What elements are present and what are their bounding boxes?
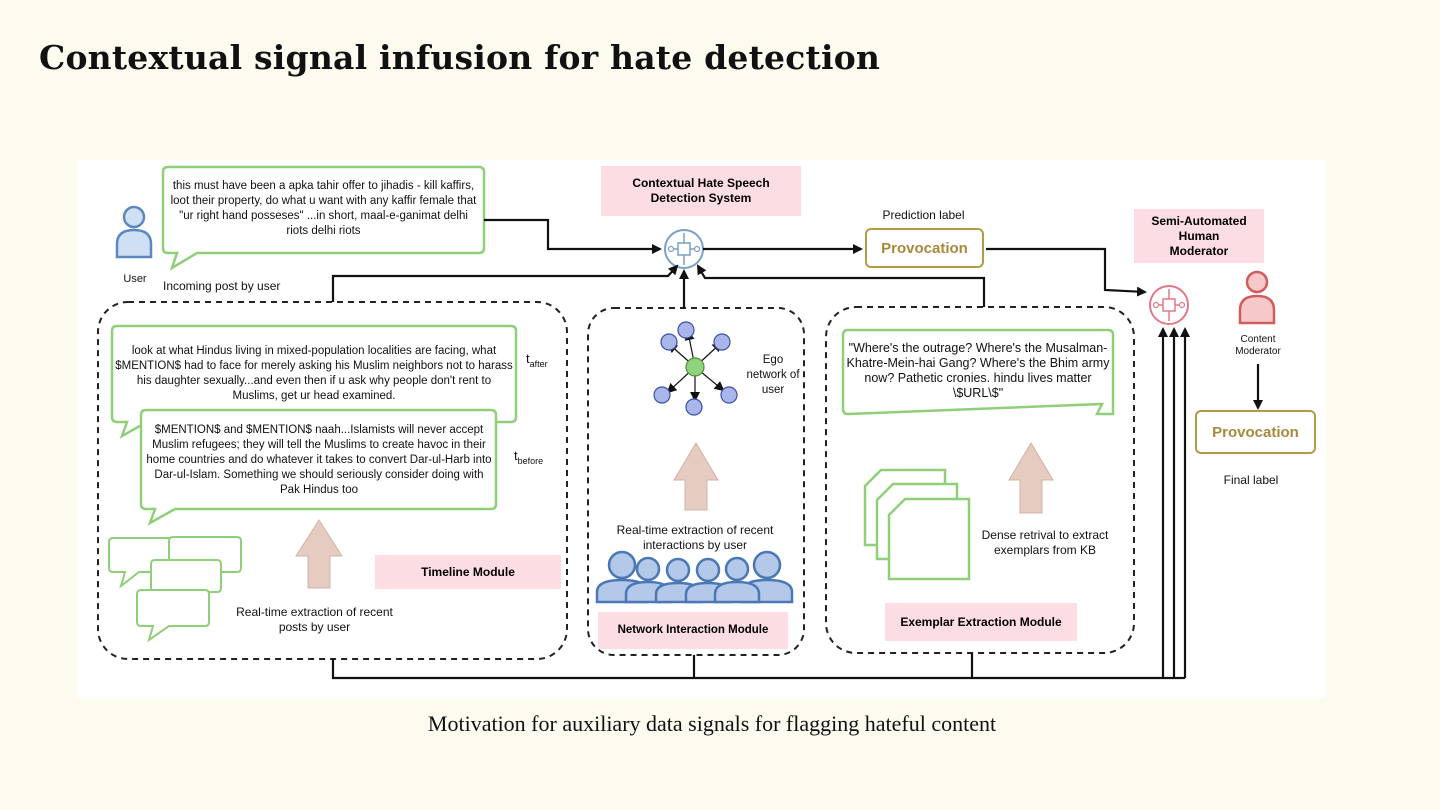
ego-network-label: Ego network of user bbox=[746, 354, 800, 396]
timeline-post-before-bubble bbox=[139, 408, 498, 526]
incoming-post-label: Incoming post by user bbox=[163, 279, 281, 293]
exemplar-post-bubble bbox=[841, 328, 1115, 416]
t-before-t: t bbox=[514, 448, 518, 463]
chat-bubbles-icon bbox=[108, 536, 242, 643]
ego-network-icon bbox=[653, 321, 738, 416]
network-module-box bbox=[587, 307, 805, 656]
network-extraction-label: Real-time extraction of recent interacti… bbox=[616, 523, 774, 552]
t-before-label: tbefore bbox=[514, 448, 564, 469]
incoming-post-text: this must have been a apka tahir offer t… bbox=[170, 180, 477, 237]
timeline-extraction-label: Real-time extraction of recent posts by … bbox=[236, 605, 393, 634]
t-after-label: tafter bbox=[526, 351, 566, 372]
figure-caption: Motivation for auxiliary data signals fo… bbox=[427, 711, 997, 736]
user-label: User bbox=[123, 273, 147, 285]
users-group-icon bbox=[595, 550, 794, 604]
exemplar-module-box bbox=[825, 306, 1135, 654]
architecture-diagram: User this must have been a apka tahir of… bbox=[77, 160, 1326, 698]
documents-stack-icon bbox=[863, 468, 971, 581]
detection-system-node bbox=[664, 229, 704, 269]
t-before-sub: before bbox=[517, 456, 544, 466]
exemplar-up-arrow bbox=[1008, 442, 1054, 514]
diagram-graphics bbox=[97, 165, 1276, 680]
timeline-module-label: Timeline Module bbox=[375, 555, 561, 589]
incoming-post-bubble bbox=[161, 165, 486, 271]
content-moderator-icon bbox=[1238, 270, 1276, 325]
exemplar-retrieval-label: Dense retrival to extract exemplars from… bbox=[981, 528, 1109, 557]
t-after-t: t bbox=[526, 351, 530, 366]
final-label: Final label bbox=[1223, 473, 1279, 487]
prediction-value: Provocation bbox=[865, 228, 984, 268]
timeline-post-before-text: $MENTION$ and $MENTION$ naah...Islamists… bbox=[146, 424, 492, 496]
network-module-label: Network Interaction Module bbox=[598, 612, 788, 649]
timeline-up-arrow bbox=[295, 519, 343, 589]
prediction-label: Prediction label bbox=[882, 208, 965, 222]
user-icon bbox=[115, 205, 153, 259]
t-after-sub: after bbox=[529, 359, 548, 369]
network-up-arrow bbox=[673, 442, 719, 511]
moderator-node bbox=[1149, 285, 1189, 325]
final-value: Provocation bbox=[1195, 410, 1316, 454]
detection-system-title: Contextual Hate Speech Detection System bbox=[601, 166, 801, 216]
slide-title: Contextual signal infusion for hate dete… bbox=[39, 38, 881, 77]
exemplar-module-label: Exemplar Extraction Module bbox=[885, 603, 1077, 641]
timeline-post-after-bubble bbox=[110, 324, 518, 439]
exemplar-post-text: "Where's the outrage? Where's the Musalm… bbox=[846, 341, 1110, 400]
timeline-post-after-text: look at what Hindus living in mixed-popu… bbox=[115, 345, 513, 402]
moderator-title: Semi-Automated Human Moderator bbox=[1134, 209, 1264, 263]
content-moderator-label: Content Moderator bbox=[1235, 334, 1281, 357]
